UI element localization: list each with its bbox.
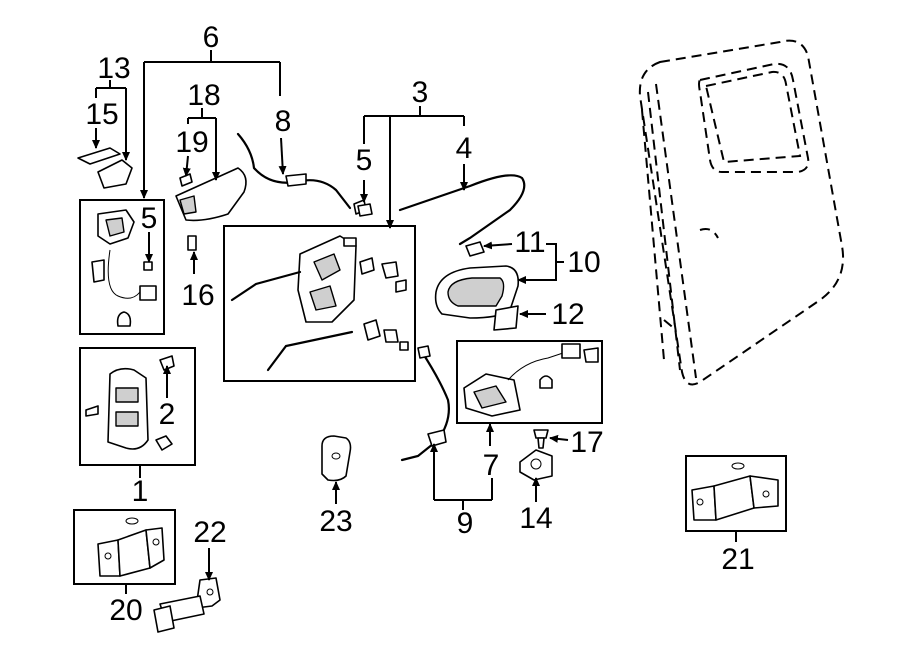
seal-pad-23	[321, 435, 352, 482]
actuator-box-7	[456, 340, 603, 424]
callout-10: 10	[567, 246, 600, 279]
outside-handle-box	[79, 347, 196, 466]
rear-door-shell	[638, 39, 844, 386]
callout-22: 22	[193, 516, 226, 549]
callout-17: 17	[570, 426, 603, 459]
callout-21: 21	[721, 543, 754, 576]
cable-8	[236, 132, 367, 215]
callout-11: 11	[514, 226, 545, 259]
callout-14: 14	[519, 502, 552, 535]
callout-5-left: 5	[141, 202, 158, 235]
callout-13: 13	[97, 52, 130, 85]
callout-20: 20	[109, 594, 142, 627]
striker-14	[519, 429, 553, 481]
callout-numbers: 1 2 3 4 5 5 6 7 8 9 10 11 12 13 14 15 16…	[85, 21, 754, 627]
hinge-box-20	[73, 509, 176, 585]
callout-7: 7	[483, 449, 500, 482]
clip-parts-13-15	[77, 147, 133, 189]
callout-5-mid: 5	[356, 144, 373, 177]
callout-23: 23	[319, 505, 352, 538]
outside-handle-18	[175, 167, 247, 251]
cable-4	[357, 174, 526, 246]
inside-handle-10	[434, 241, 520, 331]
hinge-box-21	[685, 455, 787, 532]
door-check-part	[153, 577, 221, 633]
actuator-box-left	[79, 199, 165, 335]
callout-16: 16	[181, 279, 214, 312]
callout-3: 3	[412, 76, 429, 109]
cable-9	[400, 345, 450, 462]
callout-12: 12	[551, 298, 584, 331]
callout-8: 8	[275, 105, 292, 138]
callout-9: 9	[457, 507, 474, 540]
latch-assembly-box	[223, 225, 416, 382]
callout-2: 2	[159, 398, 176, 431]
callout-15: 15	[85, 98, 118, 131]
leader-lines	[92, 50, 737, 594]
callout-4: 4	[456, 132, 473, 165]
callout-6: 6	[203, 21, 220, 54]
callout-19: 19	[175, 126, 208, 159]
callout-18: 18	[187, 79, 220, 112]
callout-1: 1	[132, 475, 149, 508]
